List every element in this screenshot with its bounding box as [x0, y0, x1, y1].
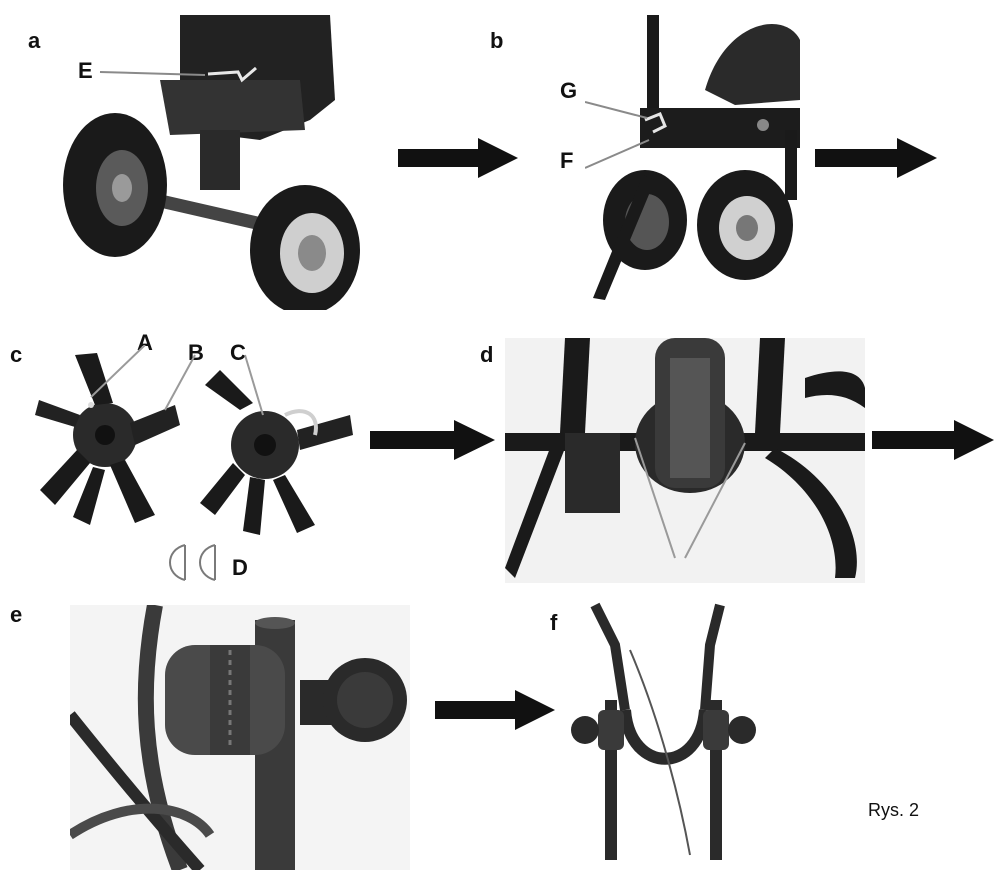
panel-e-knob-closeup: [70, 605, 410, 870]
arrow-b-to-c: [815, 138, 937, 183]
arrow-c-to-d: [370, 420, 495, 465]
panel-label-a: a: [28, 28, 41, 53]
panel-label-e: e: [10, 602, 23, 627]
panel-a-wheel-assembly: [60, 10, 360, 310]
panel-label-b: b: [490, 28, 504, 53]
arrow-e-to-f: [435, 690, 555, 735]
arrow-a-to-b: [398, 138, 518, 183]
panel-b-mounted-wheel: [585, 10, 805, 305]
figure-caption: Rys. 2: [868, 800, 920, 820]
tine-set-left: [35, 345, 196, 525]
arrow-d-to-e: [872, 420, 994, 465]
panel-d-mounted-tines: [505, 338, 865, 583]
panel-c-tines: [35, 345, 365, 595]
panel-f-handle-assembled: [570, 600, 770, 860]
panel-label-f: f: [550, 610, 558, 635]
callout-d-pins: D: [232, 555, 248, 580]
locking-pins-d: [169, 544, 216, 581]
panel-label-d: d: [480, 342, 494, 367]
callout-c: C: [230, 340, 246, 365]
panel-label-c: c: [10, 342, 23, 367]
callout-g: G: [560, 78, 578, 103]
callout-f: F: [560, 148, 574, 173]
tine-set-right: [200, 354, 353, 535]
callout-e: E: [78, 58, 93, 83]
